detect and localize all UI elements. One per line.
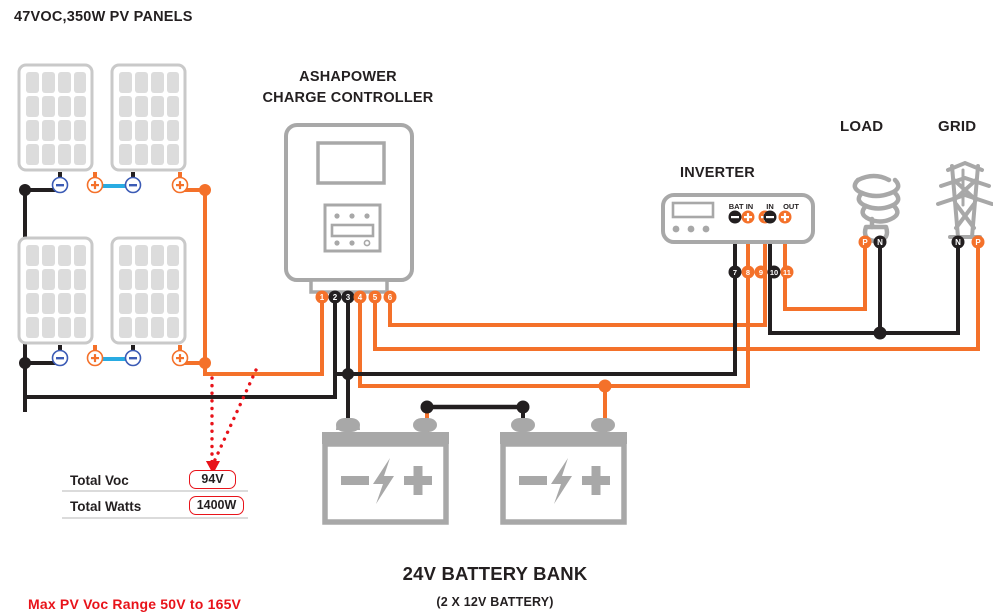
charge-controller-title-line1: ASHAPOWER [299, 69, 397, 85]
inverter-title: INVERTER [680, 165, 755, 181]
svg-text:N: N [955, 238, 961, 247]
grid-p-terminal [971, 235, 985, 249]
inverter-out-to-load [783, 242, 867, 311]
page-title: 47VOC,350W PV PANELS [14, 9, 193, 25]
cc-term3-to-inverter-bat-neg [333, 242, 737, 376]
charge-controller-title-line2: CHARGE CONTROLLER [262, 90, 434, 107]
svg-text:2: 2 [333, 293, 338, 302]
pv-panel-3[interactable] [17, 236, 94, 345]
total-voc-label: Total Voc [70, 473, 129, 488]
total-watts-label: Total Watts [70, 499, 142, 514]
svg-text:3: 3 [346, 293, 351, 302]
svg-text:4: 4 [358, 293, 363, 302]
cc-term5-to-grid [373, 242, 980, 351]
battery-1[interactable] [322, 418, 449, 525]
wire-junction-dots [342, 326, 887, 414]
svg-text:11: 11 [783, 268, 791, 277]
total-watts-value: 1400W [189, 496, 244, 515]
svg-text:P: P [862, 238, 868, 247]
inverter-label-in: IN [766, 202, 774, 211]
load-p-terminal [858, 235, 872, 249]
cfl-bulb-icon [852, 173, 901, 244]
inverter-terminals[interactable]: 7 8 9 10 11 [728, 265, 794, 279]
svg-text:6: 6 [388, 293, 393, 302]
controller-display [316, 141, 386, 185]
inverter-terminal-heads[interactable] [728, 210, 792, 224]
svg-text:7: 7 [733, 268, 737, 277]
inverter-neutral-to-load-grid [768, 242, 960, 335]
svg-text:N: N [877, 238, 883, 247]
grid-n-terminal [951, 235, 965, 249]
pv-polarity-badges-row2 [51, 349, 189, 367]
svg-text:10: 10 [770, 268, 778, 277]
svg-text:5: 5 [373, 293, 378, 302]
pv-panel-2[interactable] [110, 63, 187, 172]
charge-controller-device[interactable] [284, 123, 414, 294]
pv-panel-4[interactable] [110, 236, 187, 345]
total-voc-value: 94V [189, 470, 236, 489]
battery-bank-subtitle: (2 X 12V BATTERY) [436, 595, 554, 609]
battery-2[interactable] [500, 418, 627, 525]
svg-text:1: 1 [320, 293, 325, 302]
svg-text:8: 8 [746, 268, 750, 277]
pv-panel-array [17, 63, 189, 367]
inverter-label-bat-in: BAT IN [729, 202, 753, 211]
controller-base [309, 278, 389, 294]
pv-polarity-badges-row1 [51, 176, 189, 194]
summary-table-rules [62, 490, 248, 519]
load-title: LOAD [840, 118, 884, 135]
pill-marker-triangle [207, 462, 219, 473]
cc-term6-to-inverter-out [388, 242, 767, 327]
battery-bank-title: 24V BATTERY BANK [402, 563, 588, 584]
max-voc-note: Max PV Voc Range 50V to 165V [28, 596, 242, 612]
cc-term4-to-battery-positive [358, 297, 605, 388]
svg-text:9: 9 [759, 268, 763, 277]
pv-junction-dots [19, 184, 211, 369]
cc-term4-branch-to-inverter [605, 242, 750, 388]
charge-controller-terminals[interactable]: 1 2 3 4 5 6 [315, 290, 397, 304]
grid-title: GRID [938, 118, 977, 135]
transmission-tower-icon [936, 160, 993, 239]
pv-panel-1[interactable] [17, 63, 94, 172]
inverter-label-out: OUT [783, 202, 799, 211]
inverter-port-labels: BAT IN IN OUT [729, 202, 800, 211]
pv-positive-to-controller [203, 297, 324, 376]
inverter-display [671, 201, 715, 219]
svg-text:P: P [975, 238, 981, 247]
charge-controller-title: ASHAPOWER CHARGE CONTROLLER [248, 67, 448, 109]
voc-callout-arrows [210, 368, 258, 464]
load-grid-terminals[interactable]: P N N P [858, 235, 985, 249]
voc-callout-arrow-diagonal [212, 368, 258, 464]
load-n-terminal [873, 235, 887, 249]
